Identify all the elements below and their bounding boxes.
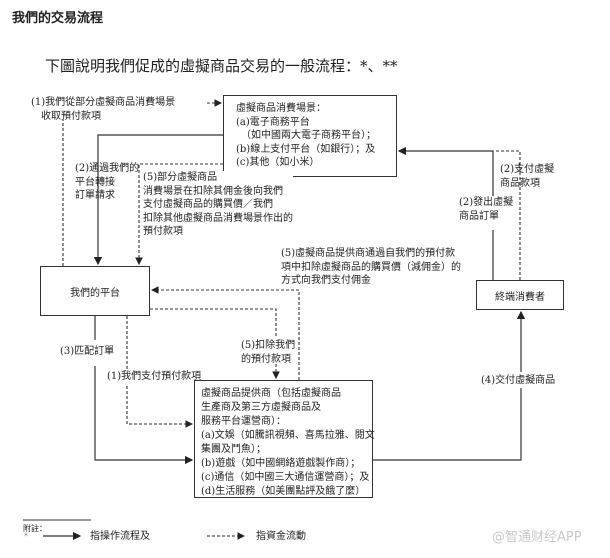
platform-box: 我們的平台 <box>40 266 150 316</box>
arrow-collect-prepay <box>62 103 221 266</box>
label-pay-prepay: (1)我們支付預付款項 <box>107 371 202 382</box>
footnote-bullet: * <box>24 532 28 541</box>
provider-line: 服務平台運營商）： <box>201 416 286 427</box>
page-title: 我們的交易流程 <box>12 11 104 26</box>
provider-line: 集團及鬥魚）； <box>201 444 266 455</box>
consumer-box: 終端消費者 <box>476 280 564 310</box>
provider-line: (d)生活服務（如美團點評及餓了麼） <box>201 486 366 497</box>
legend-dashed-text: 指資金流動 <box>256 531 306 542</box>
arrow-pay-goods <box>495 150 521 280</box>
label-deduct-prepay: (5)扣除我們的預付款項 <box>241 340 296 365</box>
scenarios-line: (c)其他（如小米） <box>236 157 320 168</box>
arrow-place-order <box>399 151 494 280</box>
scenarios-line: （如中國兩大電子商務平台）； <box>236 130 376 141</box>
provider-box: 虛擬商品提供商（包括虛擬商品 生產商及第三方虛擬商品及 服務平台運營商）： (a… <box>194 380 375 498</box>
arrow-deduct-prepay <box>150 308 276 378</box>
provider-line: (c)通信（如中國三大通信運營商）；及 <box>201 472 370 483</box>
arrow-forward-order <box>93 134 223 266</box>
label-collect-prepay: (1)我們從部分虛擬商品消費場景收取預付款項 <box>31 97 176 122</box>
watermark: @智通财经APP <box>492 530 582 545</box>
scenarios-line: (b)線上支付平台（如銀行）；及 <box>236 143 376 155</box>
label-match-order: (3)匹配訂單 <box>60 346 115 357</box>
arrow-scenario-pay <box>135 163 223 266</box>
provider-line: 虛擬商品提供商（包括虛擬商品 <box>201 388 341 399</box>
provider-line: (a)文娛（如騰訊視頻、喜馬拉雅、閱文 <box>201 430 375 441</box>
scenarios-line: 虛擬商品消費場景： <box>236 103 326 114</box>
legend-solid-text: 指操作流程及 <box>90 531 150 542</box>
arrow-pay-prepay <box>126 316 192 424</box>
scenarios-line: (a)電子商務平台 <box>236 116 310 128</box>
label-place-order: (2)發出虛擬商品訂單 <box>459 197 514 222</box>
label-commission: (5)虛擬商品提供商通過自我們的預付款項中扣除虛擬商品的購買價（減佣金）的方式向… <box>281 248 461 286</box>
provider-line: 生產商及第三方虛擬商品及 <box>201 402 321 413</box>
subtitle: 下圖說明我們促成的虛擬商品交易的一般流程：*、** <box>45 57 398 75</box>
arrow-match-order <box>94 316 192 460</box>
label-deliver: (4)交付虛擬商品 <box>481 375 556 386</box>
footnote-heading: 附註： <box>23 524 47 533</box>
arrow-commission <box>150 286 300 380</box>
arrow-deliver <box>373 312 521 461</box>
label-forward-order: (2)通過我們的平台轉接訂單請求 <box>75 163 140 201</box>
label-pay-goods: (2)支付虛擬商品款項 <box>500 164 555 189</box>
provider-line: (b)遊戲（如中國網絡遊戲製作商）； <box>201 458 361 469</box>
label-scenario-pay: (5)部分虛擬商品消費場景在扣除其佣金後向我們支付虛擬商品的購買價／我們扣除其他… <box>143 171 293 239</box>
scenarios-box: 虛擬商品消費場景： (a)電子商務平台 （如中國兩大電子商務平台）； (b)線上… <box>223 95 397 177</box>
